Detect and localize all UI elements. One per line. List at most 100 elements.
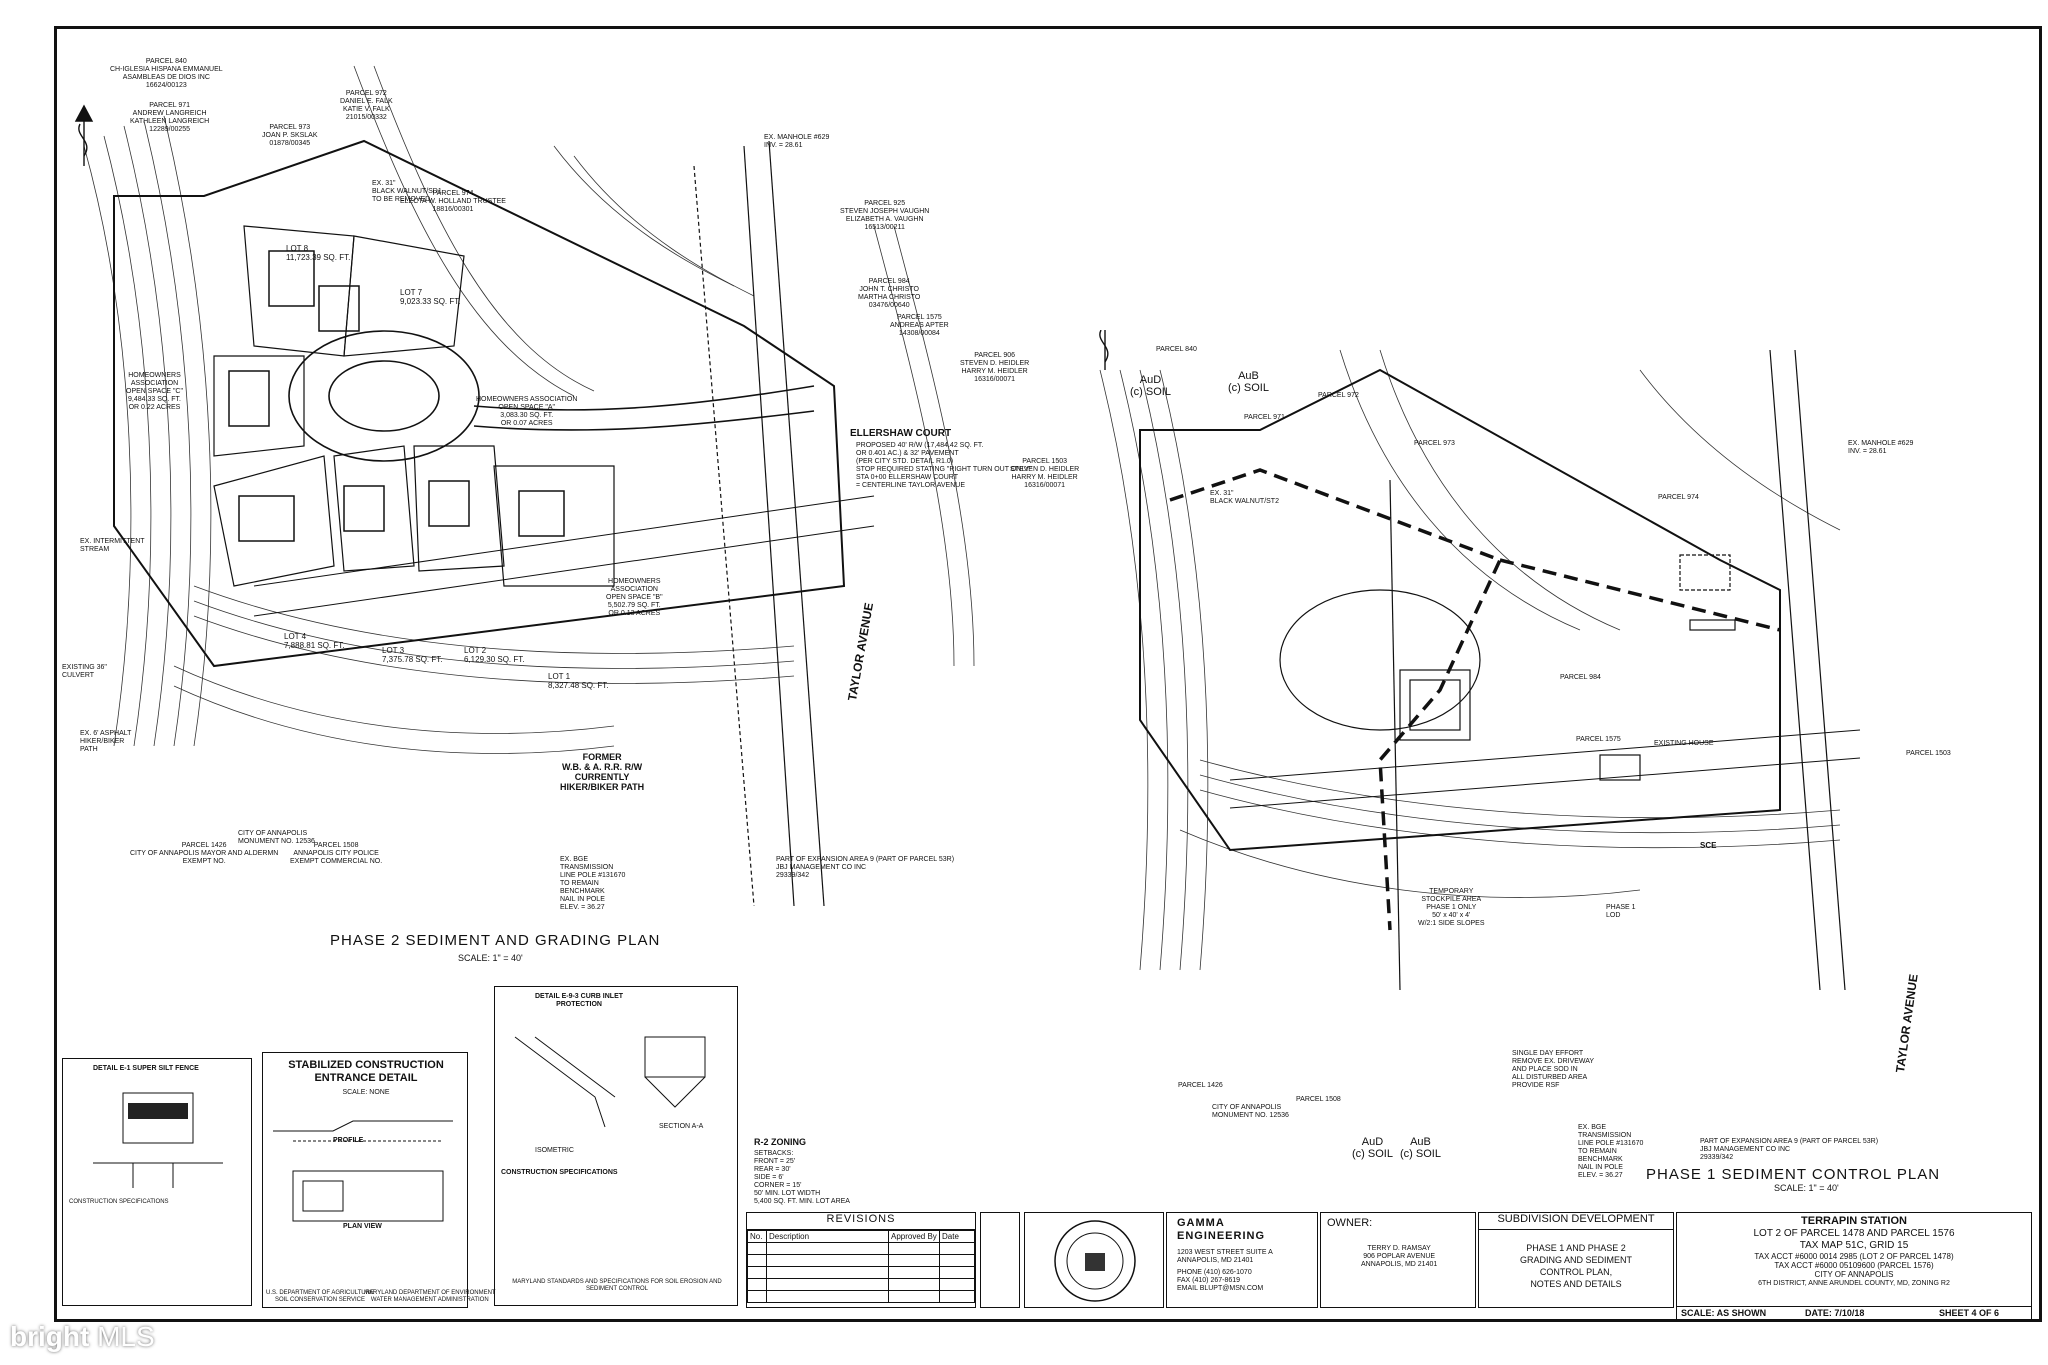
project-city: CITY OF ANNAPOLIS (1814, 1270, 1894, 1279)
soil-aud-label-top: AuD (c) SOIL (1130, 374, 1171, 398)
stockpile-area-label: TEMPORARY STOCKPILE AREA PHASE 1 ONLY 50… (1418, 888, 1485, 927)
rev-col-date: Date (939, 1230, 975, 1243)
table-row (747, 1266, 975, 1279)
owner-info: TERRY D. RAMSAY 906 POPLAR AVENUE ANNAPO… (1361, 1245, 1438, 1268)
rev-col-no: No. (747, 1230, 767, 1243)
silt-fence-detail: DETAIL E-1 SUPER SILT FENCE CONSTRUCTION… (62, 1058, 252, 1306)
parcel-973-label: PARCEL 973 JOAN P. SKSLAK 01878/00345 (262, 124, 318, 147)
footer-sheet: SHEET 4 OF 6 (1939, 1308, 2000, 1318)
subdivision-block: SUBDIVISION DEVELOPMENT PHASE 1 AND PHAS… (1478, 1212, 1674, 1308)
asphalt-path-label: EX. 6' ASPHALT HIKER/BIKER PATH (80, 730, 132, 753)
monument-label: CITY OF ANNAPOLIS MONUMENT NO. 12536 (238, 830, 315, 845)
phase2-plan-drawing (74, 65, 975, 907)
revisions-block: REVISIONS No. Description Approved By Da… (746, 1212, 976, 1308)
parcel-1503-label: PARCEL 1503 STEVEN D. HEIDLER HARRY M. H… (1010, 458, 1080, 489)
lot-8-label: LOT 8 11,723.39 SQ. FT. (286, 244, 351, 262)
benchmark-label: EX. BGE TRANSMISSION LINE POLE #131670 T… (560, 856, 626, 911)
hoa-open-space-c-label: HOMEOWNERS ASSOCIATION OPEN SPACE "C" 9,… (126, 372, 183, 411)
owner-label: OWNER: (1327, 1217, 1373, 1229)
plan-view-label: PLAN VIEW (343, 1223, 382, 1230)
lot-3-label: LOT 3 7,375.78 SQ. FT. (382, 646, 443, 664)
lot-2-label: LOT 2 6,129.30 SQ. FT. (464, 646, 525, 664)
certification-block (980, 1212, 1020, 1308)
single-day-effort-label: SINGLE DAY EFFORT REMOVE EX. DRIVEWAY AN… (1512, 1050, 1595, 1089)
parcel-974-label: PARCEL 974 ELECTA W. HOLLAND TRUSTEE 188… (400, 190, 506, 213)
zoning-setbacks: SETBACKS: FRONT = 25' REAR = 30' SIDE = … (754, 1150, 850, 1205)
revisions-title: REVISIONS (747, 1213, 975, 1230)
r-parcel-1426-label: PARCEL 1426 (1178, 1082, 1223, 1089)
curb-inlet-specs: CONSTRUCTION SPECIFICATIONS (501, 1169, 618, 1176)
subdivision-title: SUBDIVISION DEVELOPMENT (1479, 1213, 1673, 1230)
culvert-label: EXISTING 36" CULVERT (62, 664, 107, 679)
soil-aub-label-bottom: AuB (c) SOIL (1400, 1136, 1441, 1160)
parcel-971-label: PARCEL 971 ANDREW LANGREICH KATHLEEN LAN… (130, 102, 210, 133)
parcel-840-label: PARCEL 840 CH-IGLESIA HISPANA EMMANUEL A… (110, 58, 223, 89)
profile-label: PROFILE (333, 1137, 364, 1144)
curb-inlet-diagram (514, 1036, 706, 1128)
table-row (747, 1290, 975, 1303)
intermittent-stream-label: EX. INTERMITTENT STREAM (80, 538, 145, 553)
former-railroad-label: FORMER W.B. & A. R.R. R/W CURRENTLY HIKE… (560, 752, 645, 792)
r-parcel-974-label: PARCEL 974 (1658, 494, 1699, 501)
watermark-suffix: MLS (97, 1321, 155, 1352)
table-row (747, 1278, 975, 1291)
parcel-1575-label: PARCEL 1575 ANDREAS APTER 14308/00084 (890, 314, 949, 337)
r-parcel-1503-label: PARCEL 1503 (1906, 750, 1951, 757)
owner-block: OWNER: TERRY D. RAMSAY 906 POPLAR AVENUE… (1320, 1212, 1476, 1308)
watermark-brand: bright (10, 1321, 90, 1352)
engineer-seal-icon (1054, 1220, 1136, 1302)
stabilized-entrance-scale: SCALE: NONE (342, 1089, 390, 1096)
r-parcel-840-label: PARCEL 840 (1156, 346, 1197, 353)
stabilized-entrance-detail: STABILIZED CONSTRUCTION ENTRANCE DETAIL … (262, 1052, 468, 1308)
r-parcel-973-label: PARCEL 973 (1414, 440, 1455, 447)
parcel-984-label: PARCEL 984 JOHN T. CHRISTO MARTHA CHRIST… (858, 278, 921, 309)
project-name: TERRAPIN STATION (1801, 1215, 1907, 1227)
usda-label: U.S. DEPARTMENT OF AGRICULTURE SOIL CONS… (266, 1290, 374, 1303)
md-standards-label: MARYLAND STANDARDS AND SPECIFICATIONS FO… (512, 1279, 722, 1292)
revisions-table: No. Description Approved By Date (747, 1230, 975, 1303)
soil-aud-label-bottom: AuD (c) SOIL (1352, 1136, 1393, 1160)
r-parcel-1575-label: PARCEL 1575 (1576, 736, 1621, 743)
parcel-925-label: PARCEL 925 STEVEN JOSEPH VAUGHN ELIZABET… (840, 200, 930, 231)
r-manhole-label: EX. MANHOLE #629 INV. = 28.61 (1848, 440, 1914, 455)
silt-fence-specs: CONSTRUCTION SPECIFICATIONS (69, 1199, 169, 1205)
zoning-title: R-2 ZONING (754, 1137, 807, 1147)
sce-label: SCE (1700, 841, 1717, 850)
parcel-1508-label: PARCEL 1508 ANNAPOLIS CITY POLICE EXEMPT… (290, 842, 383, 865)
phase1-plan-title: PHASE 1 SEDIMENT CONTROL PLAN (1646, 1166, 1941, 1183)
stabilized-entrance-title: STABILIZED CONSTRUCTION ENTRANCE DETAIL (288, 1059, 444, 1084)
subdivision-description: PHASE 1 AND PHASE 2 GRADING AND SEDIMENT… (1519, 1243, 1632, 1289)
engineer-name: GAMMA ENGINEERING (1177, 1217, 1266, 1242)
phase2-plan-scale: SCALE: 1" = 40' (458, 953, 523, 963)
r-expansion-area-label: PART OF EXPANSION AREA 9 (PART OF PARCEL… (1700, 1138, 1879, 1161)
parcel-906-label: PARCEL 906 STEVEN D. HEIDLER HARRY M. HE… (960, 352, 1030, 383)
project-lot: LOT 2 OF PARCEL 1478 AND PARCEL 1576 (1753, 1228, 1955, 1239)
r-parcel-972-label: PARCEL 972 (1318, 392, 1359, 399)
footer-date: DATE: 7/10/18 (1805, 1308, 1865, 1318)
engineer-block: GAMMA ENGINEERING 1203 WEST STREET SUITE… (1166, 1212, 1318, 1308)
phase1-plan-scale: SCALE: 1" = 40' (1774, 1183, 1839, 1193)
lot-7-label: LOT 7 9,023.33 SQ. FT. (400, 288, 461, 306)
drawing-sheet (54, 26, 2042, 1322)
black-walnut-label: EX. 31" BLACK WALNUT/SD1 TO BE REMOVED (372, 180, 442, 203)
silt-fence-title: DETAIL E-1 SUPER SILT FENCE (93, 1065, 199, 1072)
table-row (747, 1242, 975, 1255)
r-parcel-971-label: PARCEL 971 (1244, 414, 1285, 421)
r-parcel-984-label: PARCEL 984 (1560, 674, 1601, 681)
project-tax-accounts: TAX ACCT #6000 0014 2985 (LOT 2 OF PARCE… (1754, 1252, 1954, 1270)
engineer-contact: PHONE (410) 626-1070 FAX (410) 267-8619 … (1177, 1269, 1264, 1292)
footer-strip: SCALE: AS SHOWN DATE: 7/10/18 SHEET 4 OF… (1676, 1306, 2032, 1320)
engineer-seal-block (1024, 1212, 1164, 1308)
table-row (747, 1254, 975, 1267)
project-block: TERRAPIN STATION LOT 2 OF PARCEL 1478 AN… (1676, 1212, 2032, 1308)
phase1-plan-drawing (1099, 330, 1861, 991)
project-district: 6TH DISTRICT, ANNE ARUNDEL COUNTY, MD, Z… (1758, 1280, 1950, 1287)
r-existing-house-label: EXISTING HOUSE (1654, 740, 1714, 747)
phase2-plan-title: PHASE 2 SEDIMENT AND GRADING PLAN (330, 932, 661, 949)
rev-col-description: Description (766, 1230, 889, 1243)
silt-fence-diagram (93, 1092, 223, 1188)
stabilized-entrance-diagram (273, 1120, 453, 1222)
project-tax-map: TAX MAP 51C, GRID 15 (1799, 1240, 1909, 1251)
mde-label: MARYLAND DEPARTMENT OF ENVIRONMENT WATER… (364, 1290, 496, 1303)
r-parcel-1508-label: PARCEL 1508 (1296, 1096, 1341, 1103)
